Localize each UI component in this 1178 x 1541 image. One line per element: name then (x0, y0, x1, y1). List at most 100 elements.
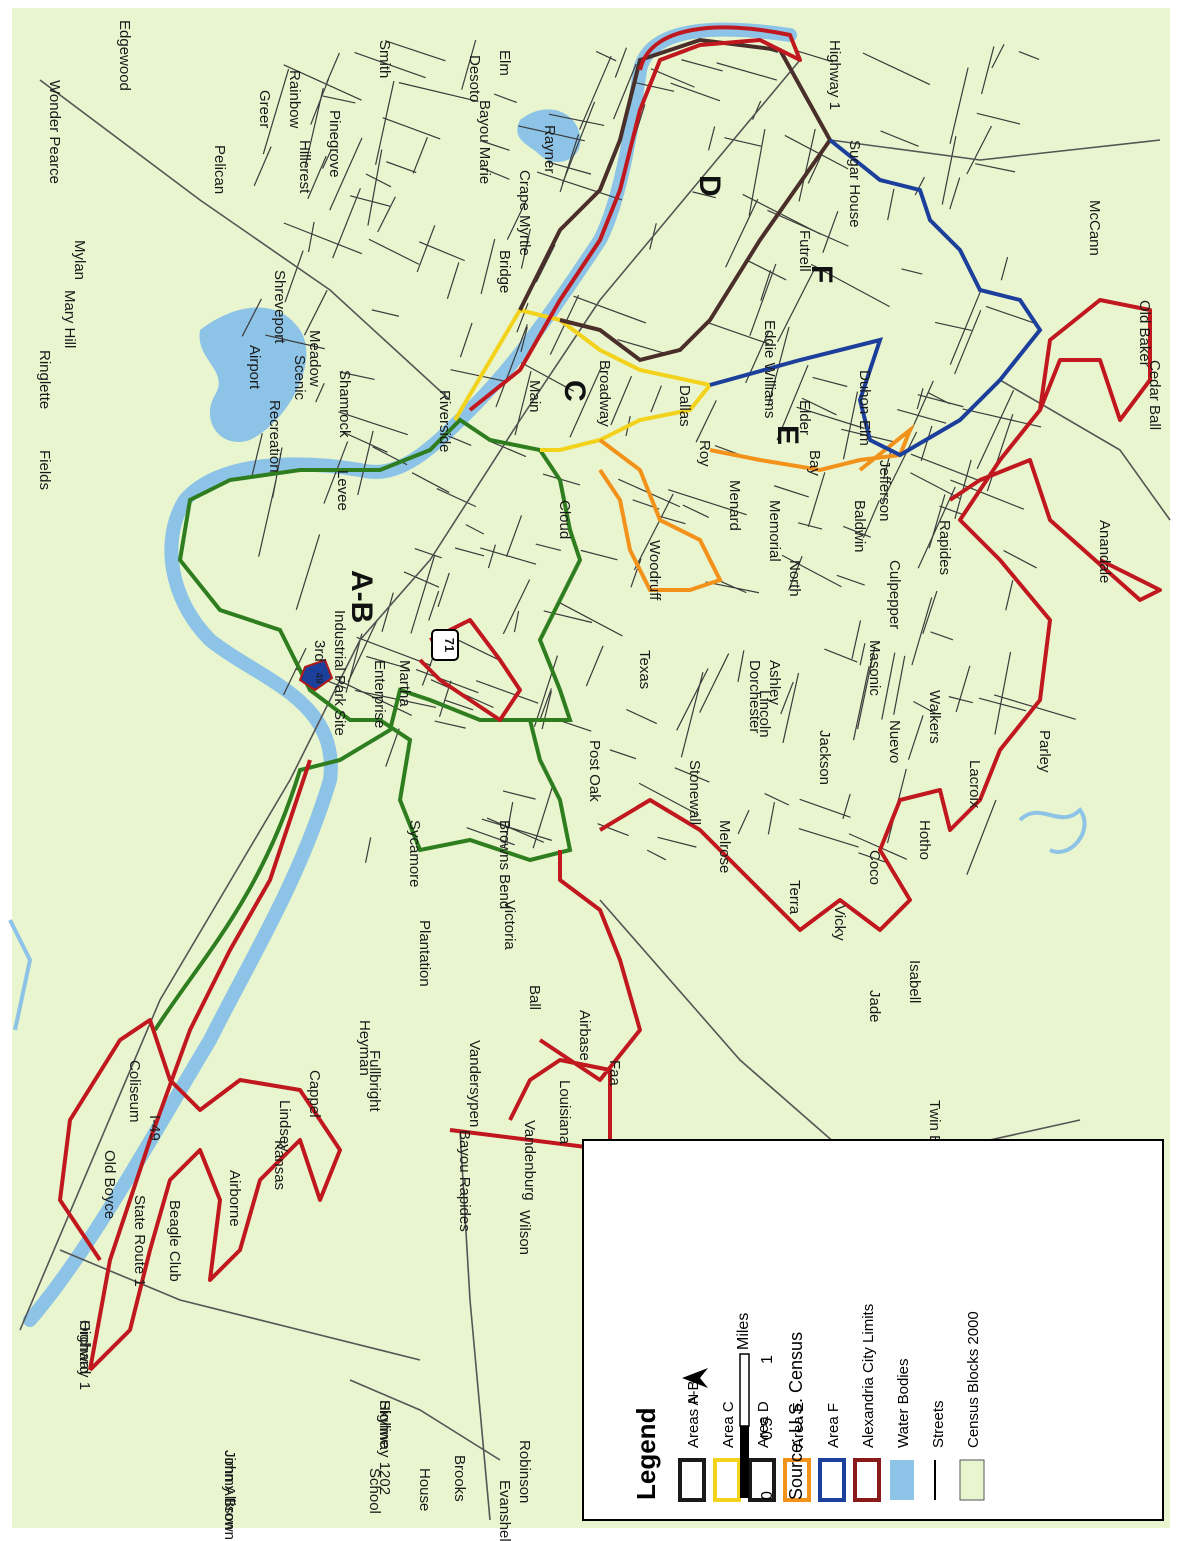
street-segment (382, 117, 441, 140)
street-segment (980, 46, 995, 95)
street-segment (482, 140, 510, 151)
legend-swatch (783, 1458, 811, 1502)
street-segment (928, 494, 946, 549)
street-label: Lacroix (966, 760, 983, 809)
street-label: Sugar House (846, 140, 863, 228)
street-segment (345, 633, 363, 693)
legend-label: Streets (930, 1400, 947, 1448)
street-label: North (786, 560, 803, 597)
interstate-49-label: 49 (313, 672, 324, 684)
street-label: Nuevo (886, 720, 903, 763)
street-segment (315, 382, 325, 403)
street-segment (609, 749, 637, 760)
area-label-d: D (693, 175, 726, 197)
street-segment (262, 68, 290, 155)
street-segment (910, 453, 982, 483)
street-segment (930, 631, 954, 641)
street-segment (949, 177, 961, 210)
street-label: Vandenburg (521, 1120, 538, 1201)
street-segment (366, 655, 410, 670)
street-segment (810, 263, 890, 308)
street-label: Shamrock (336, 370, 353, 438)
street-segment (777, 265, 817, 343)
street-segment (910, 472, 961, 500)
street-label: Lindsey (276, 1100, 293, 1152)
street-segment (676, 668, 709, 731)
street-label: Bayou Rapides (456, 1130, 473, 1232)
street-label: Cappel (306, 1070, 323, 1118)
street-segment (265, 334, 325, 350)
street-label: School (366, 1468, 383, 1514)
north-label: N (685, 1394, 701, 1404)
street-segment (913, 700, 937, 715)
street-label: Old Boyce (101, 1150, 118, 1219)
street-label: Evanshell (496, 1480, 513, 1541)
street-segment (720, 580, 747, 594)
street-segment (516, 302, 529, 333)
street-segment (668, 489, 747, 516)
street-segment (303, 290, 328, 336)
street-segment (357, 430, 374, 496)
street-label: Smith (376, 40, 393, 78)
street-segment (910, 380, 934, 432)
street-label: Riverside (436, 390, 453, 453)
street-label: Pinegrove (326, 110, 343, 178)
scale-bar: 0 0.5 1 Miles (735, 1313, 776, 1500)
legend-swatch (818, 1458, 846, 1502)
street-segment (798, 128, 816, 202)
street-segment (630, 558, 642, 588)
street-segment (486, 817, 545, 843)
street-label: Parley (1036, 730, 1053, 773)
street-segment (626, 708, 658, 725)
street-segment (307, 155, 327, 199)
street-segment (428, 590, 440, 621)
interstate-49-shield: 49 (298, 658, 334, 692)
city-limits-boundary (58, 25, 1162, 1372)
street-segment (881, 652, 896, 720)
street-segment (559, 134, 580, 193)
street-segment (520, 326, 528, 352)
street-segment (535, 543, 562, 552)
street-label: Heyman (356, 1020, 373, 1076)
street-segment (966, 799, 997, 875)
legend-title: Legend (631, 1408, 661, 1500)
street-segment (799, 798, 851, 818)
street-label: Elm (496, 50, 513, 76)
street-segment (561, 101, 596, 185)
street-segment (459, 322, 473, 358)
street-segment (848, 833, 908, 860)
street-segment (481, 167, 510, 180)
street-segment (780, 681, 794, 715)
legend-label: Areas A-B (685, 1380, 702, 1448)
street-segment (466, 827, 515, 846)
street-segment (541, 690, 552, 730)
street-segment (842, 391, 859, 460)
street-segment (650, 68, 695, 88)
street-segment (338, 411, 408, 436)
street-label: Old Baker (1136, 300, 1153, 367)
area-f-boundary (709, 138, 1043, 458)
street-label: Duhon (856, 370, 873, 414)
street-segment (307, 221, 315, 253)
street-label: Roy (696, 440, 713, 467)
street-segment (411, 472, 450, 493)
street-segment (384, 40, 446, 62)
street-segment (505, 515, 523, 557)
scale-tick-2: 1 (759, 1355, 776, 1364)
street-segment (617, 339, 665, 354)
street-label: Melrose (716, 820, 733, 873)
street-segment (416, 225, 436, 273)
street-segment (674, 767, 710, 783)
street-segment (836, 574, 865, 586)
street-segment (824, 648, 858, 663)
street-segment (322, 95, 356, 104)
street-segment (737, 809, 750, 835)
street-segment (403, 571, 440, 588)
street-segment (991, 43, 1005, 69)
legend-item: Census Blocks 2000 (959, 1311, 985, 1501)
legend-label: Area D (755, 1401, 772, 1448)
street-label: Orchard (76, 1320, 93, 1374)
street-label: Eddie Williams (761, 320, 778, 418)
street-segment (797, 50, 834, 63)
street-label: Vicky (831, 905, 848, 941)
